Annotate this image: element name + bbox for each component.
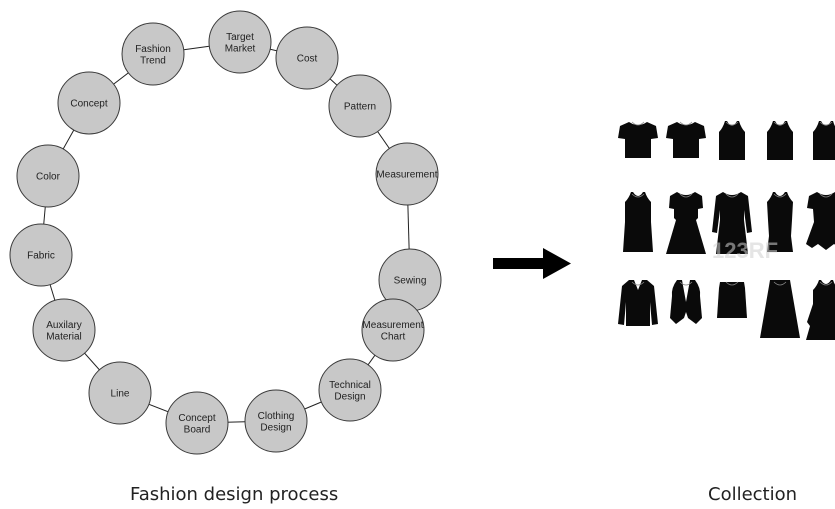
garment-neckline: [773, 281, 787, 286]
stage-circle: [318, 358, 382, 422]
stage-label: Fabric: [27, 251, 55, 262]
garment-neckline: [725, 193, 739, 198]
stage-circle: [32, 298, 96, 362]
garment-neckline: [631, 281, 645, 286]
stage-node-sewing: Sewing: [378, 248, 442, 312]
tank-top-icon: [719, 121, 745, 160]
stage-label: Material: [46, 331, 82, 342]
stage-label: Measurement: [362, 320, 423, 331]
vest-icon: [670, 280, 702, 324]
stage-node-line: Line: [88, 361, 152, 425]
stage-circle: [361, 298, 425, 362]
garment-neckline: [773, 193, 787, 198]
tank-top-icon: [767, 121, 793, 160]
garment-neckline: [725, 121, 739, 126]
stage-label: Design: [260, 422, 291, 433]
stage-node-measurement: Measurement: [375, 142, 439, 206]
garment-neckline: [819, 281, 833, 286]
stage-node-color: Color: [16, 144, 80, 208]
stage-label: Cost: [297, 54, 318, 65]
garment-neckline: [679, 121, 693, 126]
stage-circle: [328, 74, 392, 138]
clothing-collection: 123RF: [618, 121, 835, 340]
collection-caption: Collection: [708, 484, 798, 505]
stage-circle: [375, 142, 439, 206]
stage-circle: [165, 391, 229, 455]
fashion-process-cycle: TargetMarketCostPatternMeasurementSewing…: [9, 10, 442, 455]
stage-label: Line: [111, 389, 130, 400]
garment-neckline: [679, 193, 693, 198]
sleeveless-dress-icon: [623, 192, 653, 252]
stage-label: Sewing: [394, 276, 427, 287]
sheath-dress-icon: [767, 192, 793, 252]
cardigan-icon: [618, 280, 658, 326]
stage-label: Market: [225, 43, 256, 54]
stage-circle: [88, 361, 152, 425]
stage-label: Chart: [381, 331, 406, 342]
stage-circle: [275, 26, 339, 90]
stage-label: Pattern: [344, 102, 376, 113]
process-caption: Fashion design process: [130, 484, 339, 505]
stage-circle: [244, 389, 308, 453]
stage-label: Target: [226, 32, 254, 43]
stage-circle: [121, 22, 185, 86]
garment-neckline: [725, 281, 739, 286]
stage-label: Concept: [178, 413, 215, 424]
right-arrow-icon: [493, 248, 571, 279]
tank-top-icon: [813, 121, 835, 160]
stage-circle: [57, 71, 121, 135]
long-sleeve-dress-icon: [712, 192, 752, 254]
garment-neckline: [819, 121, 833, 126]
garment-neckline: [631, 121, 645, 126]
stage-label: Technical: [329, 380, 371, 391]
garment-neckline: [679, 281, 693, 286]
tiered-skirt-icon: [806, 280, 835, 340]
stage-label: Fashion: [135, 44, 171, 55]
stage-circle: [16, 144, 80, 208]
ruffle-dress-icon: [806, 192, 835, 250]
stage-label: Measurement: [376, 170, 437, 181]
pleated-skirt-icon: [760, 280, 800, 338]
stage-label: Auxilary: [46, 320, 82, 331]
watermark-text: 123RF: [712, 238, 778, 263]
stage-circle: [208, 10, 272, 74]
stage-label: Trend: [140, 55, 166, 66]
t-shirt-icon: [618, 122, 658, 158]
garment-neckline: [773, 121, 787, 126]
stage-label: Color: [36, 172, 61, 183]
pencil-skirt-icon: [717, 282, 747, 318]
stage-circle: [9, 223, 73, 287]
garment-neckline: [631, 193, 645, 198]
stage-node-fabric: Fabric: [9, 223, 73, 287]
belted-dress-icon: [666, 192, 706, 254]
stage-node-pattern: Pattern: [328, 74, 392, 138]
stage-label: Concept: [70, 99, 107, 110]
stage-node-concept: Concept: [57, 71, 121, 135]
stage-label: Design: [334, 391, 365, 402]
t-shirt-icon: [666, 122, 706, 158]
garment-neckline: [819, 193, 833, 198]
stage-label: Clothing: [258, 411, 295, 422]
stage-node-cost: Cost: [275, 26, 339, 90]
stage-label: Board: [184, 424, 211, 435]
